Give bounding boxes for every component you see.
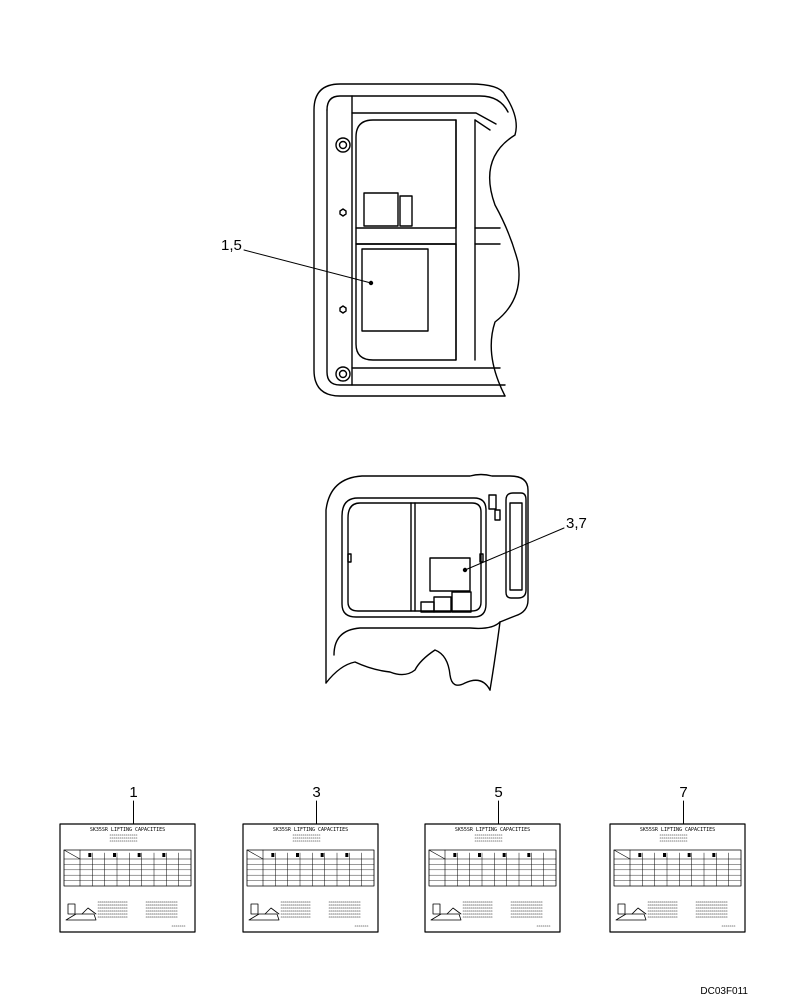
- callout-side-view: 3,7: [566, 515, 587, 532]
- decal-outline: [424, 823, 561, 933]
- drawing-code: DC03F011: [700, 986, 748, 997]
- decal-title: SK35SR LIFTING CAPACITIES: [273, 827, 348, 833]
- decal-title: SK35SR LIFTING CAPACITIES: [90, 827, 165, 833]
- cab-window-top-view: [243, 83, 520, 397]
- decal-outline: [242, 823, 379, 933]
- lifting-capacity-decal-location: [429, 557, 471, 592]
- decal-outline: [609, 823, 746, 933]
- decal-outline: [59, 823, 196, 933]
- decal-number: 5: [494, 784, 502, 801]
- small-sticker-narrow: [399, 195, 413, 227]
- small-sticker: [363, 192, 399, 227]
- cab-side-view: [325, 473, 565, 691]
- decal-number: 7: [679, 784, 687, 801]
- callout-top-view: 1,5: [221, 237, 242, 254]
- lifting-capacity-decal-location: [361, 248, 429, 332]
- decal-number: 1: [129, 784, 137, 801]
- decal-number: 3: [312, 784, 320, 801]
- decal-title: SK55SR LIFTING CAPACITIES: [640, 827, 715, 833]
- decal-title: SK55SR LIFTING CAPACITIES: [455, 827, 530, 833]
